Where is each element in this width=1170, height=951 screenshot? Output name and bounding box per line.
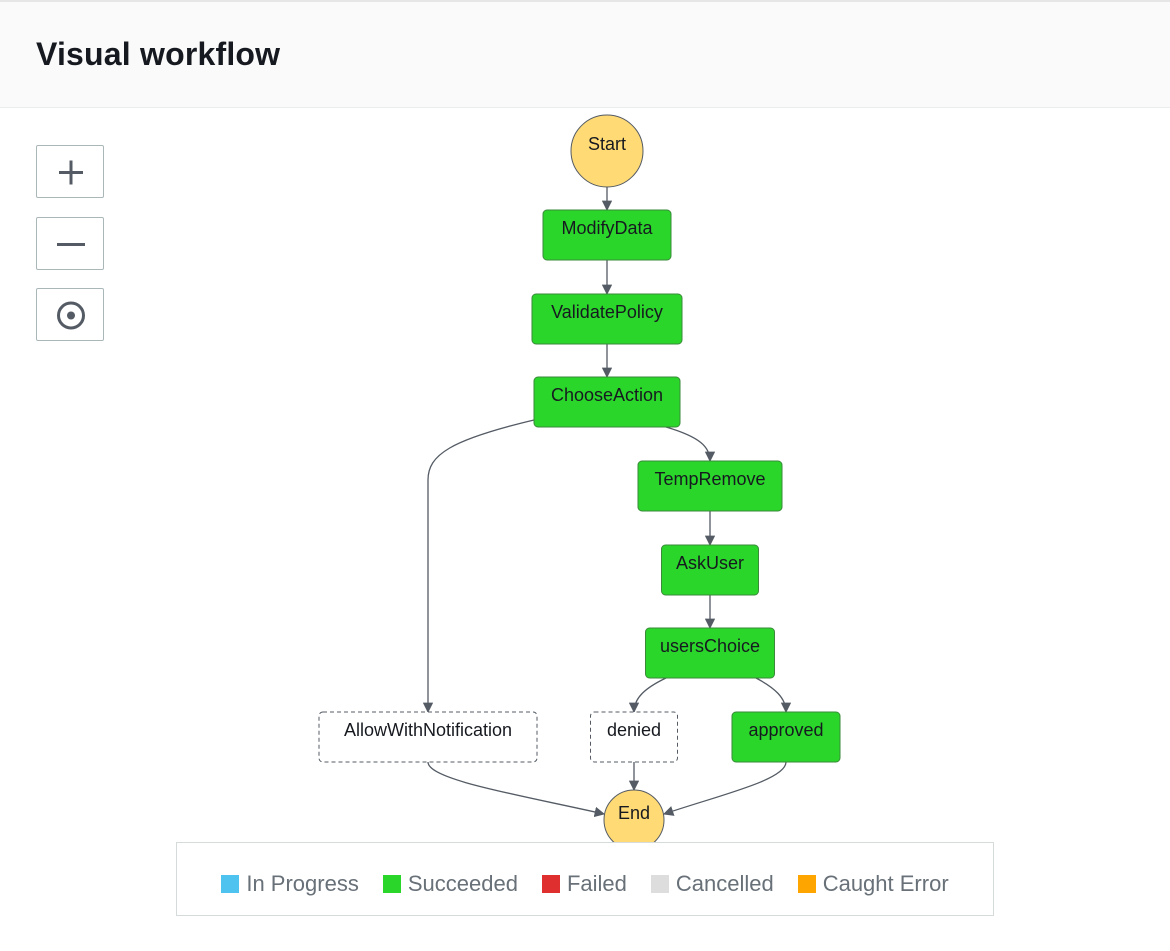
page-header: Visual workflow bbox=[0, 0, 1170, 108]
legend-swatch bbox=[541, 875, 560, 893]
status-legend: In Progress Succeeded Failed Cancelled Caugh… bbox=[176, 842, 994, 916]
node-ask-user[interactable]: AskUser bbox=[661, 544, 759, 596]
node-label: usersChoice bbox=[660, 636, 760, 656]
center-graph-button[interactable] bbox=[36, 288, 104, 341]
node-label: approved bbox=[748, 720, 823, 740]
node-users-choice[interactable]: usersChoice bbox=[645, 627, 775, 679]
legend-item-cancelled: Cancelled bbox=[650, 871, 774, 897]
page-title: Visual workflow bbox=[36, 36, 281, 72]
edge-approved-to-end bbox=[663, 761, 787, 816]
node-validate-policy[interactable]: ValidatePolicy bbox=[531, 293, 683, 345]
node-label: ChooseAction bbox=[551, 385, 663, 405]
legend-label: Cancelled bbox=[675, 871, 774, 896]
legend-item-caught-error: Caught Error bbox=[797, 871, 949, 897]
legend-label: Succeeded bbox=[407, 871, 518, 896]
legend-label: In Progress bbox=[246, 871, 359, 896]
node-approved[interactable]: approved bbox=[731, 711, 841, 763]
edge-users-choice-to-denied bbox=[628, 677, 667, 714]
edge-allow-with-notification-to-end bbox=[427, 761, 606, 818]
edge-choose-action-to-allow-with-notification bbox=[422, 419, 535, 714]
legend-item-failed: Failed bbox=[541, 871, 627, 897]
plus-icon bbox=[59, 160, 83, 185]
node-label: AskUser bbox=[676, 553, 744, 573]
legend-swatch bbox=[797, 875, 816, 893]
node-end[interactable]: End bbox=[603, 789, 665, 851]
node-label: Start bbox=[588, 134, 626, 154]
legend-label: Caught Error bbox=[822, 871, 949, 896]
legend-swatch bbox=[382, 875, 401, 893]
node-label: ModifyData bbox=[561, 218, 653, 238]
node-temp-remove[interactable]: TempRemove bbox=[637, 460, 783, 512]
zoom-in-button[interactable] bbox=[36, 145, 104, 198]
zoom-out-button[interactable] bbox=[36, 217, 104, 270]
legend-swatch bbox=[650, 875, 669, 893]
node-denied[interactable]: denied bbox=[590, 711, 678, 763]
minus-icon bbox=[57, 243, 85, 246]
node-modify-data[interactable]: ModifyData bbox=[542, 209, 672, 261]
node-label: AllowWithNotification bbox=[344, 720, 512, 740]
edge-users-choice-to-approved bbox=[755, 677, 792, 714]
node-allow-with-notification[interactable]: AllowWithNotification bbox=[318, 711, 538, 763]
node-start[interactable]: Start bbox=[570, 114, 644, 188]
node-label: ValidatePolicy bbox=[551, 302, 663, 322]
legend-swatch bbox=[221, 875, 240, 893]
target-icon bbox=[57, 301, 85, 330]
legend-item-in-progress: In Progress bbox=[221, 871, 359, 897]
node-label: End bbox=[618, 803, 650, 823]
node-label: TempRemove bbox=[654, 469, 765, 489]
node-choose-action[interactable]: ChooseAction bbox=[533, 376, 681, 428]
legend-label: Failed bbox=[566, 871, 627, 896]
node-label: denied bbox=[607, 720, 661, 740]
edge-choose-action-to-temp-remove bbox=[665, 426, 716, 463]
legend-item-succeeded: Succeeded bbox=[382, 871, 518, 897]
